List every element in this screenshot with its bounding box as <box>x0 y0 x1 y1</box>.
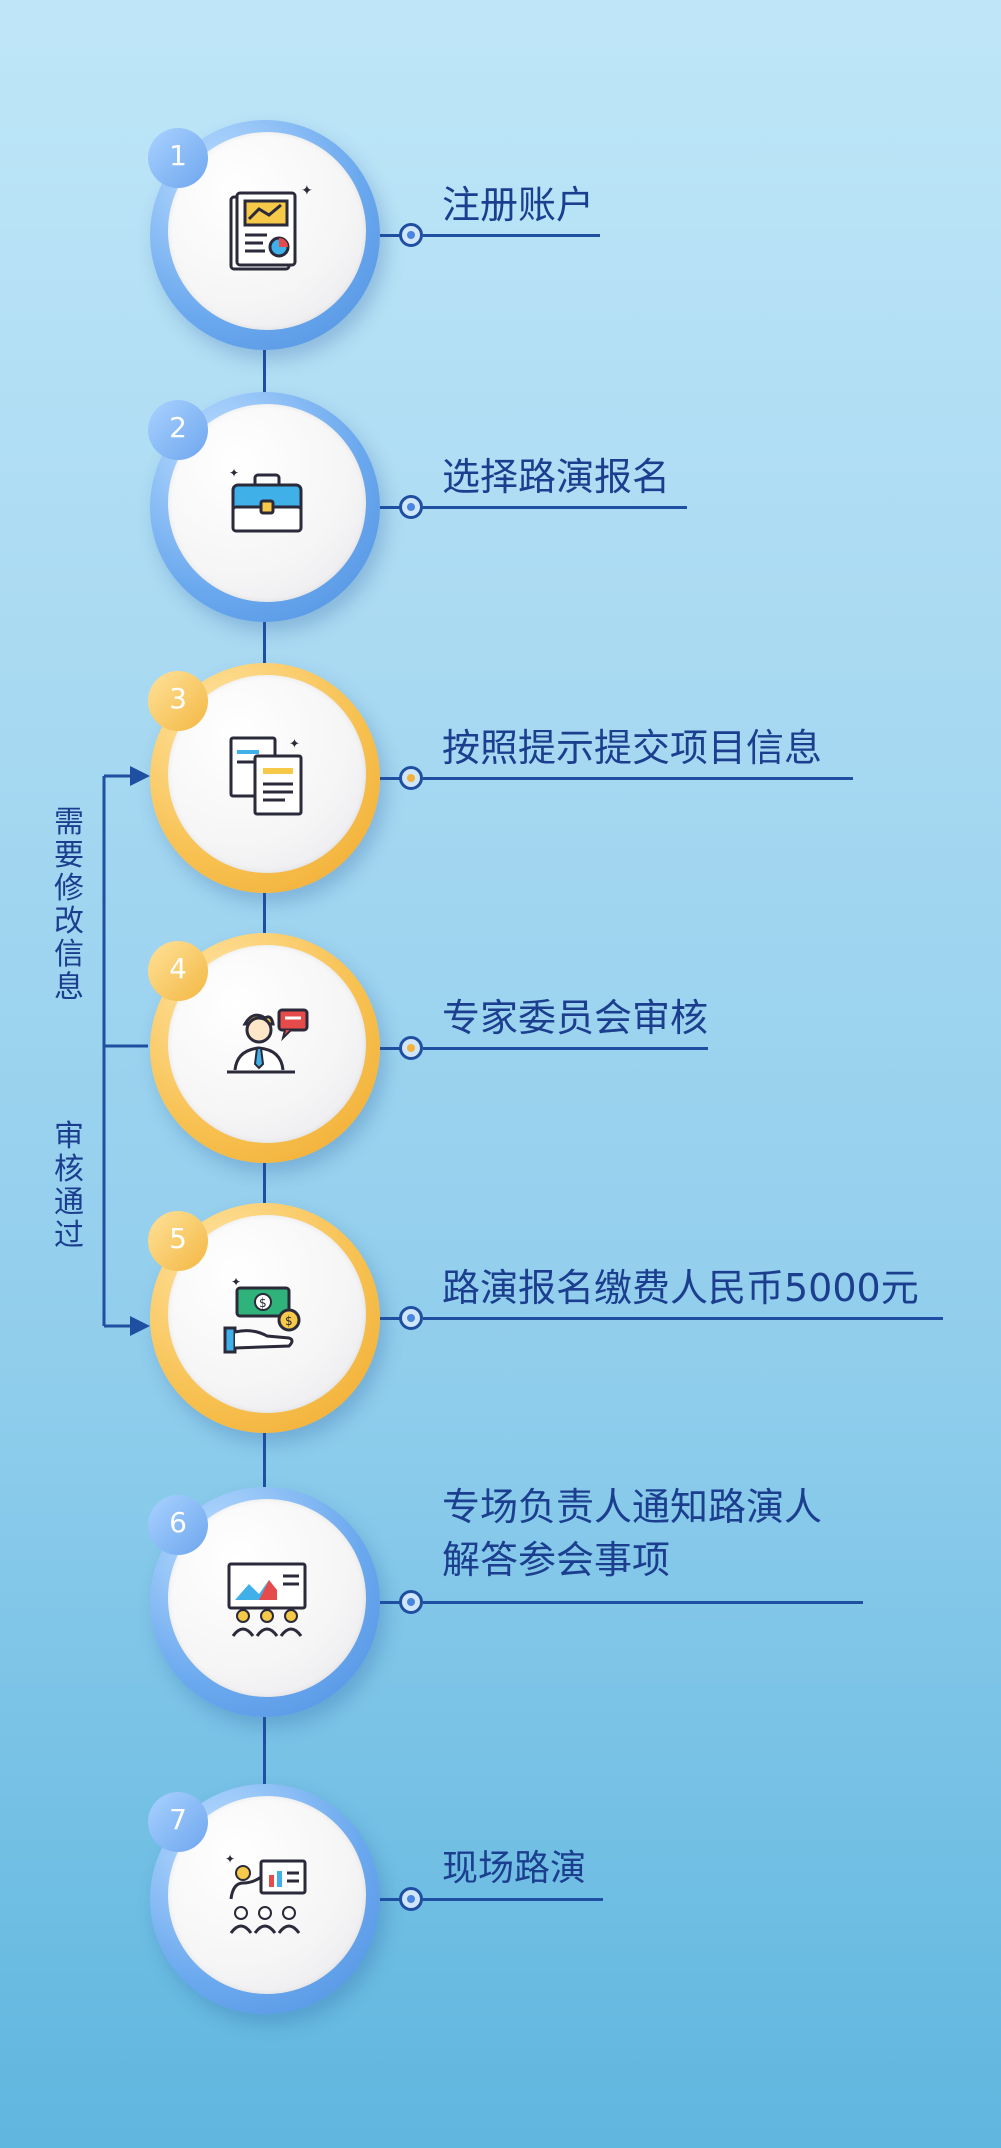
step-number-badge: 1 <box>148 128 208 188</box>
step-connector-stub <box>380 777 402 780</box>
briefcase-icon: ✦ | <box>229 466 303 533</box>
label-underline <box>423 1047 708 1050</box>
step-label: 现场路演 <box>442 1848 587 1889</box>
label-underline <box>423 234 600 237</box>
onsite-roadshow-icon: ✦ <box>225 1852 307 1934</box>
svg-text:✦: ✦ <box>229 466 239 480</box>
step-number-badge: 7 <box>148 1792 208 1852</box>
step-connector-stub <box>380 506 402 509</box>
step-1: 1 ✦ 注册账户 <box>0 120 1001 350</box>
revise-info-label: 需要修改信息 <box>52 806 86 1004</box>
step-connector-stub <box>380 1047 402 1050</box>
step-label: 注册账户 <box>442 183 595 227</box>
step-label-line-1: 专场负责人通知路演人 <box>442 1485 823 1529</box>
step-label: 专家委员会审核 <box>442 996 709 1040</box>
step-connector-stub <box>380 1601 402 1604</box>
svg-text:✦: ✦ <box>231 1275 241 1289</box>
step-connector-stub <box>380 234 402 237</box>
svg-text:✦: ✦ <box>289 737 300 752</box>
svg-text:$: $ <box>259 1296 267 1310</box>
step-2: 2 ✦ | 选择路演报名 <box>0 392 1001 622</box>
step-node <box>399 1887 423 1911</box>
step-connector-stub <box>380 1898 402 1901</box>
svg-text:✦: ✦ <box>301 183 313 199</box>
label-underline <box>423 506 687 509</box>
step-node <box>399 1306 423 1330</box>
label-underline <box>423 777 853 780</box>
step-number-badge: 3 <box>148 671 208 731</box>
step-number-badge: 4 <box>148 941 208 1001</box>
svg-text:$: $ <box>285 1314 293 1328</box>
payment-hand-icon: $ $ ✦ <box>223 1275 301 1354</box>
step-node <box>399 495 423 519</box>
step-5: 5 $ $ ✦ 路演报名缴费人民币5000元 <box>0 1203 1001 1433</box>
step-label: 路演报名缴费人民币5000元 <box>442 1266 919 1310</box>
expert-review-icon <box>227 1008 309 1074</box>
step-7: 7 ✦ 现场路演 <box>0 1784 1001 2014</box>
step-node <box>399 223 423 247</box>
approved-text: 审核通过 <box>54 1119 84 1253</box>
svg-text:|: | <box>299 487 302 498</box>
step-4: 4 专家委员会审核 <box>0 933 1001 1163</box>
step-node <box>399 1036 423 1060</box>
approved-label: 审核通过 <box>52 1120 86 1252</box>
label-underline <box>423 1317 943 1320</box>
step-node <box>399 1590 423 1614</box>
report-chart-icon: ✦ <box>229 183 313 271</box>
step-connector-stub <box>380 1317 402 1320</box>
audience-presentation-icon <box>227 1562 307 1637</box>
label-underline <box>423 1601 863 1604</box>
step-node <box>399 766 423 790</box>
step-label: 选择路演报名 <box>442 455 671 499</box>
step-6: 6 专场负责人通知路演人 解答参会事项 <box>0 1485 1001 1717</box>
svg-text:✦: ✦ <box>225 1852 235 1866</box>
label-underline <box>423 1898 603 1901</box>
step-number-badge: 2 <box>148 400 208 460</box>
step-number-badge: 6 <box>148 1495 208 1555</box>
step-label-line-2: 解答参会事项 <box>442 1538 671 1582</box>
step-number-badge: 5 <box>148 1211 208 1271</box>
documents-icon: ✦ <box>229 736 303 816</box>
revise-info-text: 需要修改信息 <box>54 805 84 1005</box>
step-label: 按照提示提交项目信息 <box>442 726 823 770</box>
step-3: 3 ✦ 按照提示提交项目信息 <box>0 663 1001 893</box>
